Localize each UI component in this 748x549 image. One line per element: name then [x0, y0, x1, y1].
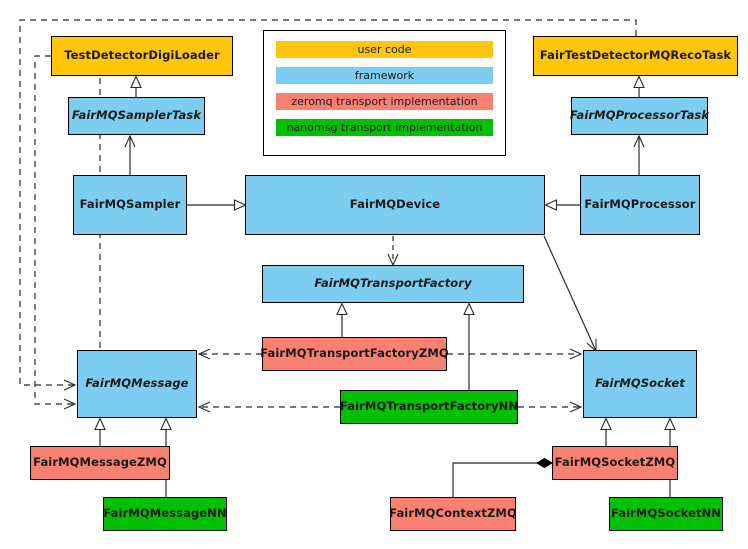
- legend-label-zeromq: zeromq transport implementation: [291, 95, 478, 108]
- node-label: FairMQSocketNN: [610, 506, 722, 521]
- legend-label-framework: framework: [354, 69, 415, 82]
- node-fairmqdevice[interactable]: FairMQDevice: [245, 175, 545, 235]
- node-label: FairMQProcessor: [584, 197, 696, 212]
- node-fairmqsocket[interactable]: FairMQSocket: [583, 350, 697, 418]
- node-fairmqsocketnn[interactable]: FairMQSocketNN: [609, 497, 723, 531]
- node-fairmqsocketzmq[interactable]: FairMQSocketZMQ: [552, 446, 678, 480]
- legend: user code framework zeromq transport imp…: [263, 30, 506, 156]
- node-label: TestDetectorDigiLoader: [64, 48, 220, 63]
- node-fairmqtransportfactoryzmq[interactable]: FairMQTransportFactoryZMQ: [260, 337, 449, 371]
- legend-label-nanomsg: nanomsg transport implementation: [286, 121, 483, 134]
- legend-item-nanomsg: nanomsg transport implementation: [276, 119, 493, 136]
- node-label: FairMQContextZMQ: [389, 506, 517, 521]
- node-fairmqprocessortask[interactable]: FairMQProcessorTask: [569, 97, 710, 135]
- node-label: FairTestDetectorMQRecoTask: [539, 48, 732, 63]
- node-label: FairMQDevice: [349, 197, 441, 212]
- node-fairmqtransportfactorynn[interactable]: FairMQTransportFactoryNN: [340, 390, 518, 424]
- edge-device-to-socket: [543, 235, 597, 353]
- node-label: FairMQTransportFactoryZMQ: [260, 346, 449, 361]
- node-fairmqmessage[interactable]: FairMQMessage: [77, 350, 197, 418]
- node-label: FairMQMessageZMQ: [33, 455, 167, 470]
- node-fairmqmessagenn[interactable]: FairMQMessageNN: [103, 497, 227, 531]
- node-label: FairMQSampler: [79, 197, 181, 212]
- legend-item-zeromq: zeromq transport implementation: [276, 93, 493, 110]
- node-fairmqtransportfactory[interactable]: FairMQTransportFactory: [262, 265, 524, 303]
- legend-label-user-code: user code: [357, 43, 412, 56]
- node-label: FairMQTransportFactory: [314, 276, 472, 291]
- node-label: FairMQTransportFactoryNN: [339, 399, 519, 414]
- legend-item-user-code: user code: [276, 41, 493, 58]
- legend-item-framework: framework: [276, 67, 493, 84]
- node-fairmqsamplertask[interactable]: FairMQSamplerTask: [68, 97, 205, 135]
- node-fairtestdetectormqrecotask[interactable]: FairTestDetectorMQRecoTask: [533, 36, 738, 76]
- node-label: FairMQSocket: [595, 376, 685, 391]
- node-label: FairMQMessageNN: [103, 506, 227, 521]
- node-label: FairMQProcessorTask: [569, 108, 710, 123]
- node-label: FairMQMessage: [85, 376, 189, 391]
- node-fairmqsampler[interactable]: FairMQSampler: [73, 175, 187, 235]
- node-fairmqmessagezmq[interactable]: FairMQMessageZMQ: [30, 446, 170, 480]
- node-fairmqprocessor[interactable]: FairMQProcessor: [580, 175, 700, 235]
- node-testdetectordigiloader[interactable]: TestDetectorDigiLoader: [51, 36, 233, 76]
- node-label: FairMQSamplerTask: [71, 108, 202, 123]
- node-label: FairMQSocketZMQ: [554, 455, 676, 470]
- node-fairmqcontextzmq[interactable]: FairMQContextZMQ: [389, 497, 517, 531]
- edge-contextzmq-to-socketzmq: [452, 457, 553, 497]
